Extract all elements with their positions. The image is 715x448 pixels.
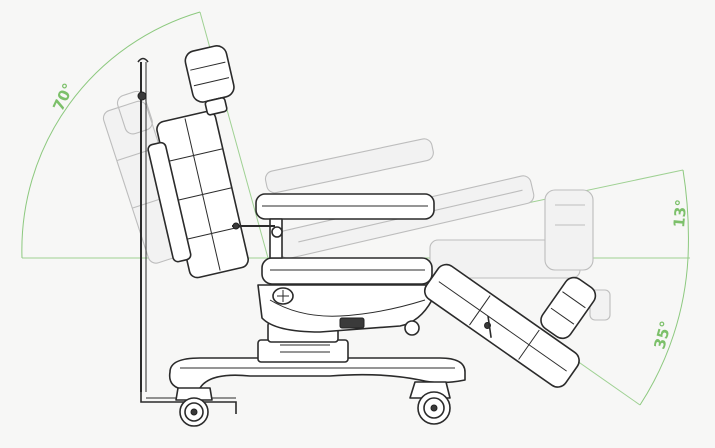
iv-pole (137, 57, 237, 414)
iv-pole-clamp (137, 91, 147, 101)
rear-wheel (409, 381, 451, 425)
legrest-angle-arc (639, 257, 689, 406)
legrest-angle-label: 35° (650, 319, 675, 351)
armrest (232, 193, 435, 259)
chair-base (168, 321, 466, 427)
leg-rest (423, 263, 580, 388)
foot-rest (540, 276, 597, 340)
backrest-angle-label: 70° (49, 80, 77, 113)
seat-angle-label: 13° (670, 199, 690, 229)
backrest (147, 110, 249, 279)
seat-frame (257, 284, 433, 336)
seat-cushion (261, 257, 433, 285)
headrest (184, 45, 235, 116)
backrest-angle-arc (21, 11, 201, 259)
seat-angle-arc (682, 169, 689, 259)
front-wheel (175, 387, 213, 427)
